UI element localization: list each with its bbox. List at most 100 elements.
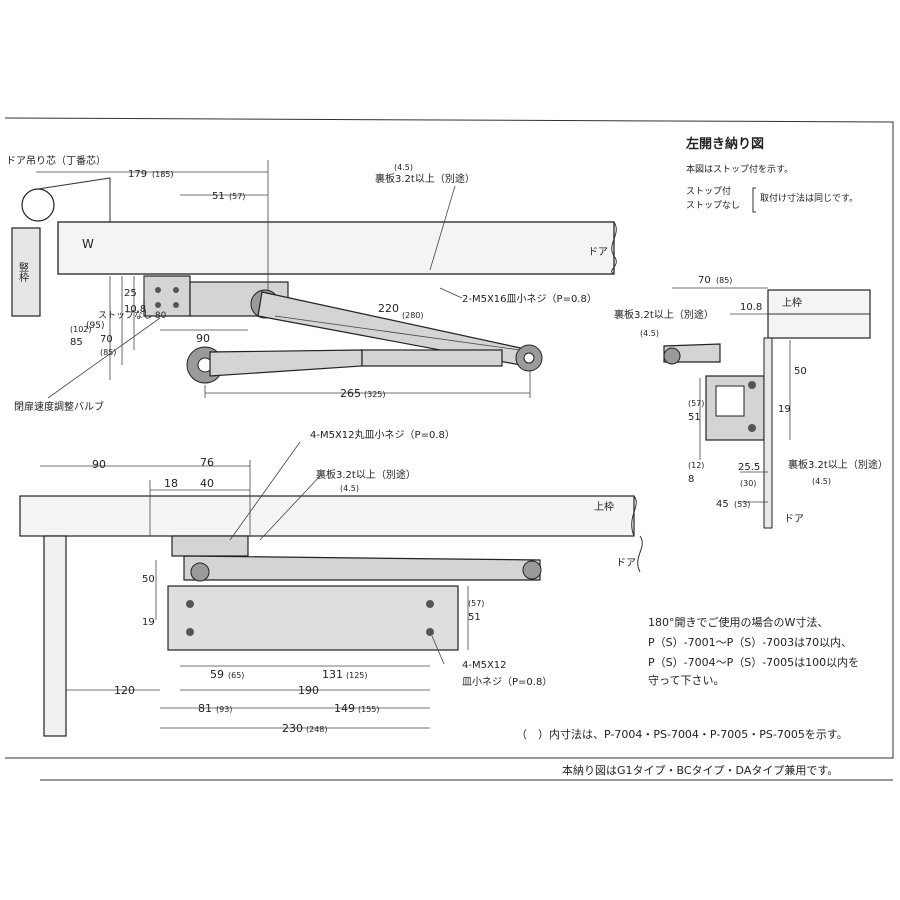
dim-85: 85 xyxy=(70,337,83,348)
door-break xyxy=(611,221,617,275)
valve-label: 閉扉速度調整バルブ xyxy=(14,400,104,413)
screw-label: 2-M5X16皿小ネジ（P=0.8） xyxy=(462,293,597,305)
b-dim-19: 19 xyxy=(142,617,155,628)
b-dim-51: 51 xyxy=(468,612,481,623)
lower-arm xyxy=(209,349,363,377)
frame-bracket xyxy=(171,535,249,557)
sheet-border xyxy=(4,117,894,759)
b-dim-40: 40 xyxy=(200,477,214,490)
b-dim-81: 81 xyxy=(198,702,212,715)
side-view: ドア吊り芯（丁番芯） 竪枠 W ドア 179 (185) 51 (57) (4.… xyxy=(6,154,617,413)
left-open-note: 左開き納り図 本図はストップ付を示す。 ストップ付 ストップなし 取付け寸法は同… xyxy=(686,136,858,213)
b-screw: 4-M5X12丸皿小ネジ（P=0.8） xyxy=(310,428,455,441)
note-same: 取付け寸法は同じです。 xyxy=(760,192,858,204)
r-dim-51-paren: (57) xyxy=(688,399,704,408)
door-label: ドア xyxy=(588,247,608,258)
dim-220 xyxy=(274,315,521,351)
stop-on: ストップ付 xyxy=(686,186,731,197)
back-plate-label: 裏板3.2t以上（別途） xyxy=(375,172,475,185)
b-dim-59-paren: (65) xyxy=(228,671,244,680)
w-label: W xyxy=(82,237,94,251)
hinge-leaf xyxy=(37,177,111,222)
dim-220-text: 220 xyxy=(378,302,399,315)
b-dim-149: 149 xyxy=(334,702,355,715)
back-45: (4.5) xyxy=(394,163,413,172)
b-dim-51-paren: (57) xyxy=(468,599,484,608)
dim-51-paren: (57) xyxy=(229,192,245,201)
dim-265-paren: (325) xyxy=(364,390,386,399)
dim-179-paren: (185) xyxy=(152,170,174,179)
dim-80-paren: (95) xyxy=(86,321,104,331)
b-dim-131: 131 xyxy=(322,668,343,681)
door-edge xyxy=(763,337,773,529)
hinge-circle xyxy=(21,188,55,222)
arm-top xyxy=(183,555,541,581)
hinge-label: ドア吊り芯（丁番芯） xyxy=(6,154,106,167)
b-dim-81-paren: (93) xyxy=(216,705,232,714)
note-180-1: 180°開きでご使用の場合のW寸法、 xyxy=(648,615,828,629)
r-dim-25-5: 25.5 xyxy=(738,462,760,473)
r-dim-8: 8 xyxy=(688,474,694,485)
r-back-plate2: 裏板3.2t以上（別途） xyxy=(788,458,888,471)
r-dim-8-paren: (12) xyxy=(688,461,704,470)
r-dim-50: 50 xyxy=(794,366,807,377)
b-dim-230-paren: (248) xyxy=(306,725,328,734)
dim-10-8: 10.8 xyxy=(124,304,146,315)
b-dim-76: 76 xyxy=(200,456,214,469)
r-dim-70-paren: (85) xyxy=(716,276,732,285)
b-back-45: (4.5) xyxy=(340,484,359,493)
r-door: ドア xyxy=(784,514,804,525)
dim-51-text: 51 xyxy=(212,191,225,202)
dim-179-text: 179 xyxy=(128,169,147,180)
r-dim-25-5-paren: (30) xyxy=(740,479,756,488)
dim-80: ストップなし 80 xyxy=(98,310,167,321)
closer-plate xyxy=(167,585,459,651)
b-door: ドア xyxy=(616,558,636,569)
dim-70: 70 xyxy=(100,334,113,345)
forearm xyxy=(361,349,503,367)
bracket xyxy=(143,275,191,317)
frame-label: 竪枠 xyxy=(17,262,29,283)
note-180-4: 守って下さい。 xyxy=(648,673,724,687)
r-dim-45-paren: (53) xyxy=(734,500,750,509)
vertical-frame xyxy=(11,227,41,317)
stop-off: ストップなし xyxy=(686,200,740,211)
b-upper-frame: 上枠 xyxy=(594,500,614,513)
b-screw2b: 皿小ネジ（P=0.8） xyxy=(462,676,552,688)
valve-leader xyxy=(47,317,161,399)
r-upper-frame: 上枠 xyxy=(782,296,802,309)
b-dim-230: 230 xyxy=(282,722,303,735)
r-back-45: (4.5) xyxy=(640,329,659,338)
dim-70-paren: (85) xyxy=(100,348,116,357)
jamb xyxy=(43,535,67,737)
note-line1: 本図はストップ付を示す。 xyxy=(686,163,793,175)
b-dim-59: 59 xyxy=(210,668,224,681)
r-dim-70: 70 xyxy=(698,275,711,286)
note-title: 左開き納り図 xyxy=(686,136,764,152)
r-dim-45: 45 xyxy=(716,499,729,510)
note-180-3: P（S）-7004～P（S）-7005は100以内を xyxy=(648,655,859,669)
dim-265-text: 265 xyxy=(340,387,361,400)
b-dim-131-paren: (125) xyxy=(346,671,368,680)
dim-85-paren: (102) xyxy=(70,325,92,334)
right-view: 70 (85) 10.8 上枠 裏板3.2t以上（別途） (4.5) 50 19… xyxy=(614,275,888,529)
note-paren: （ ）内寸法は、P-7004・PS-7004・P-7005・PS-7005を示す… xyxy=(516,727,848,741)
b-screw2a: 4-M5X12 xyxy=(462,660,507,671)
b-dim-120: 120 xyxy=(114,684,135,697)
b-dim-190: 190 xyxy=(298,684,319,697)
note-brace xyxy=(752,187,756,213)
b-dim-18: 18 xyxy=(164,477,178,490)
dim-220-paren: (280) xyxy=(402,311,424,320)
b-dim-50: 50 xyxy=(142,574,155,585)
b-dim-149-paren: (155) xyxy=(358,705,380,714)
dim-90-text: 90 xyxy=(196,332,210,345)
b-dim-90: 90 xyxy=(92,458,106,471)
bottom-view: 4-M5X12丸皿小ネジ（P=0.8） 裏板3.2t以上（別途） (4.5) 9… xyxy=(19,428,643,737)
upper-frame-band xyxy=(19,495,635,537)
r-dim-19: 19 xyxy=(778,404,791,415)
r-dim-10-8: 10.8 xyxy=(740,302,762,313)
notes: 180°開きでご使用の場合のW寸法、 P（S）-7001～P（S）-7003は7… xyxy=(516,615,859,777)
r-back-45b: (4.5) xyxy=(812,477,831,486)
